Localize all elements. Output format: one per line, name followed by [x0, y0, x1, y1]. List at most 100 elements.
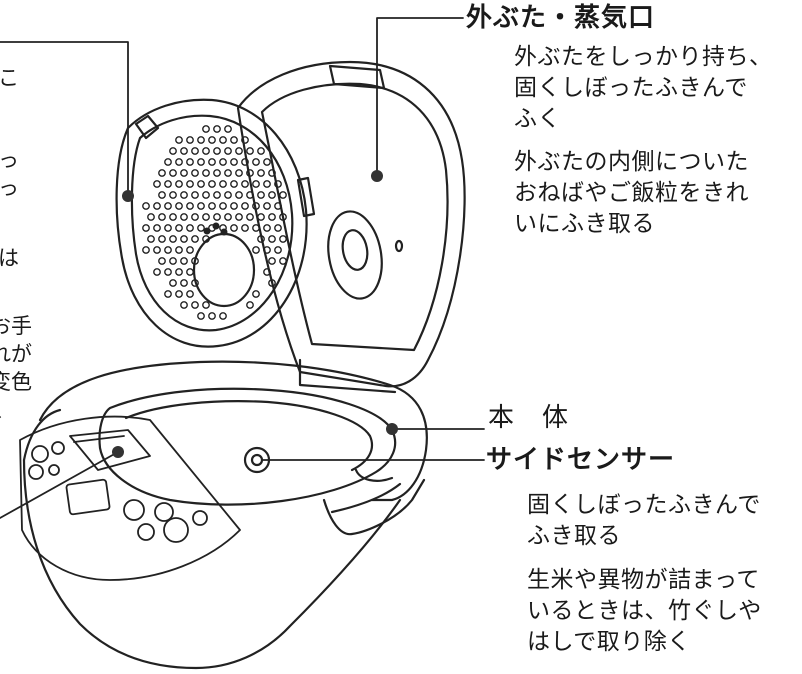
steam-hole — [164, 180, 172, 188]
steam-hole — [180, 301, 188, 309]
steam-hole — [268, 235, 276, 243]
cooker-body — [22, 360, 428, 670]
steam-hole — [263, 202, 271, 210]
steam-hole — [257, 147, 265, 155]
steam-hole — [191, 235, 199, 243]
steam-hole — [219, 136, 227, 144]
steam-hole — [235, 147, 243, 155]
steam-hole — [186, 158, 194, 166]
steam-hole — [175, 202, 183, 210]
steam-hole — [147, 235, 155, 243]
steam-hole — [169, 191, 177, 199]
left-fragment: れが — [0, 342, 32, 366]
steam-hole — [224, 191, 232, 199]
steam-hole — [230, 202, 238, 210]
left-fragment: っ — [0, 176, 19, 200]
steam-hole — [197, 312, 205, 320]
steam-hole — [153, 268, 161, 276]
steam-hole — [246, 169, 254, 177]
steam-hole — [180, 147, 188, 155]
steam-hole — [257, 213, 265, 221]
steam-hole — [180, 235, 188, 243]
steam-hole — [164, 268, 172, 276]
steam-hole — [230, 224, 238, 232]
callout-dot-body — [386, 423, 398, 435]
steam-hole — [246, 147, 254, 155]
steam-hole — [169, 257, 177, 265]
inner-lid-steam-holes — [142, 125, 287, 320]
steam-hole — [147, 213, 155, 221]
steam-hole — [268, 213, 276, 221]
steam-hole — [202, 191, 210, 199]
steam-hole — [169, 169, 177, 177]
steam-hole — [213, 191, 221, 199]
steam-hole — [175, 224, 183, 232]
steam-hole — [268, 257, 276, 265]
steam-hole — [153, 224, 161, 232]
steam-hole — [208, 136, 216, 144]
callout-dot-inner-lid — [122, 190, 134, 202]
lid-note-2-line-2: おねばやご飯粒をきれ — [514, 180, 749, 206]
steam-hole — [235, 213, 243, 221]
steam-hole — [252, 202, 260, 210]
steam-hole — [279, 191, 287, 199]
steam-hole — [257, 191, 265, 199]
steam-hole — [186, 268, 194, 276]
steam-hole — [241, 202, 249, 210]
steam-hole — [263, 224, 271, 232]
steam-hole — [224, 169, 232, 177]
steam-hole — [202, 301, 210, 309]
steam-hole — [274, 224, 282, 232]
steam-hole — [186, 224, 194, 232]
steam-hole — [175, 180, 183, 188]
steam-hole — [279, 235, 287, 243]
steam-hole — [268, 169, 276, 177]
steam-hole — [164, 158, 172, 166]
steam-hole — [142, 202, 150, 210]
steam-hole — [158, 257, 166, 265]
side-sensor-title: サイドセンサー — [486, 445, 676, 475]
steam-hole — [235, 169, 243, 177]
steam-hole — [241, 136, 249, 144]
steam-hole — [246, 301, 254, 309]
steam-hole — [180, 213, 188, 221]
callout-dots — [112, 170, 398, 458]
steam-hole — [257, 235, 265, 243]
leader-left-top — [0, 41, 129, 197]
callout-dot-lid — [371, 170, 383, 182]
steam-hole — [169, 279, 177, 287]
steam-hole — [164, 290, 172, 298]
steam-hole — [202, 235, 210, 243]
steam-hole — [274, 246, 282, 254]
steam-hole — [175, 290, 183, 298]
steam-hole — [208, 202, 216, 210]
steam-hole — [191, 191, 199, 199]
steam-hole — [230, 180, 238, 188]
steam-hole — [175, 136, 183, 144]
steam-hole — [180, 257, 188, 265]
body-note-2-line-2: いるときは、竹ぐしや — [527, 598, 762, 624]
lid-note-1-line-3: ふく — [514, 106, 561, 132]
steam-hole — [213, 125, 221, 133]
steam-hole — [186, 136, 194, 144]
control-panel — [19, 415, 241, 581]
steam-hole — [241, 224, 249, 232]
steam-hole — [202, 125, 210, 133]
steam-hole — [268, 191, 276, 199]
steam-hole — [208, 158, 216, 166]
steam-hole — [208, 180, 216, 188]
steam-hole — [186, 202, 194, 210]
steam-hole — [142, 224, 150, 232]
lid-note-1-line-2: 固くしぼったふきんで — [514, 75, 748, 101]
steam-hole — [158, 191, 166, 199]
steam-hole — [219, 180, 227, 188]
steam-hole — [175, 158, 183, 166]
body-note-1-line-2: ふき取る — [527, 523, 621, 549]
leader-lid — [376, 17, 464, 177]
body-note-2-line-3: はしで取り除く — [527, 629, 691, 655]
steam-hole — [246, 213, 254, 221]
steam-hole — [224, 125, 232, 133]
steam-hole — [169, 147, 177, 155]
steam-hole — [186, 290, 194, 298]
